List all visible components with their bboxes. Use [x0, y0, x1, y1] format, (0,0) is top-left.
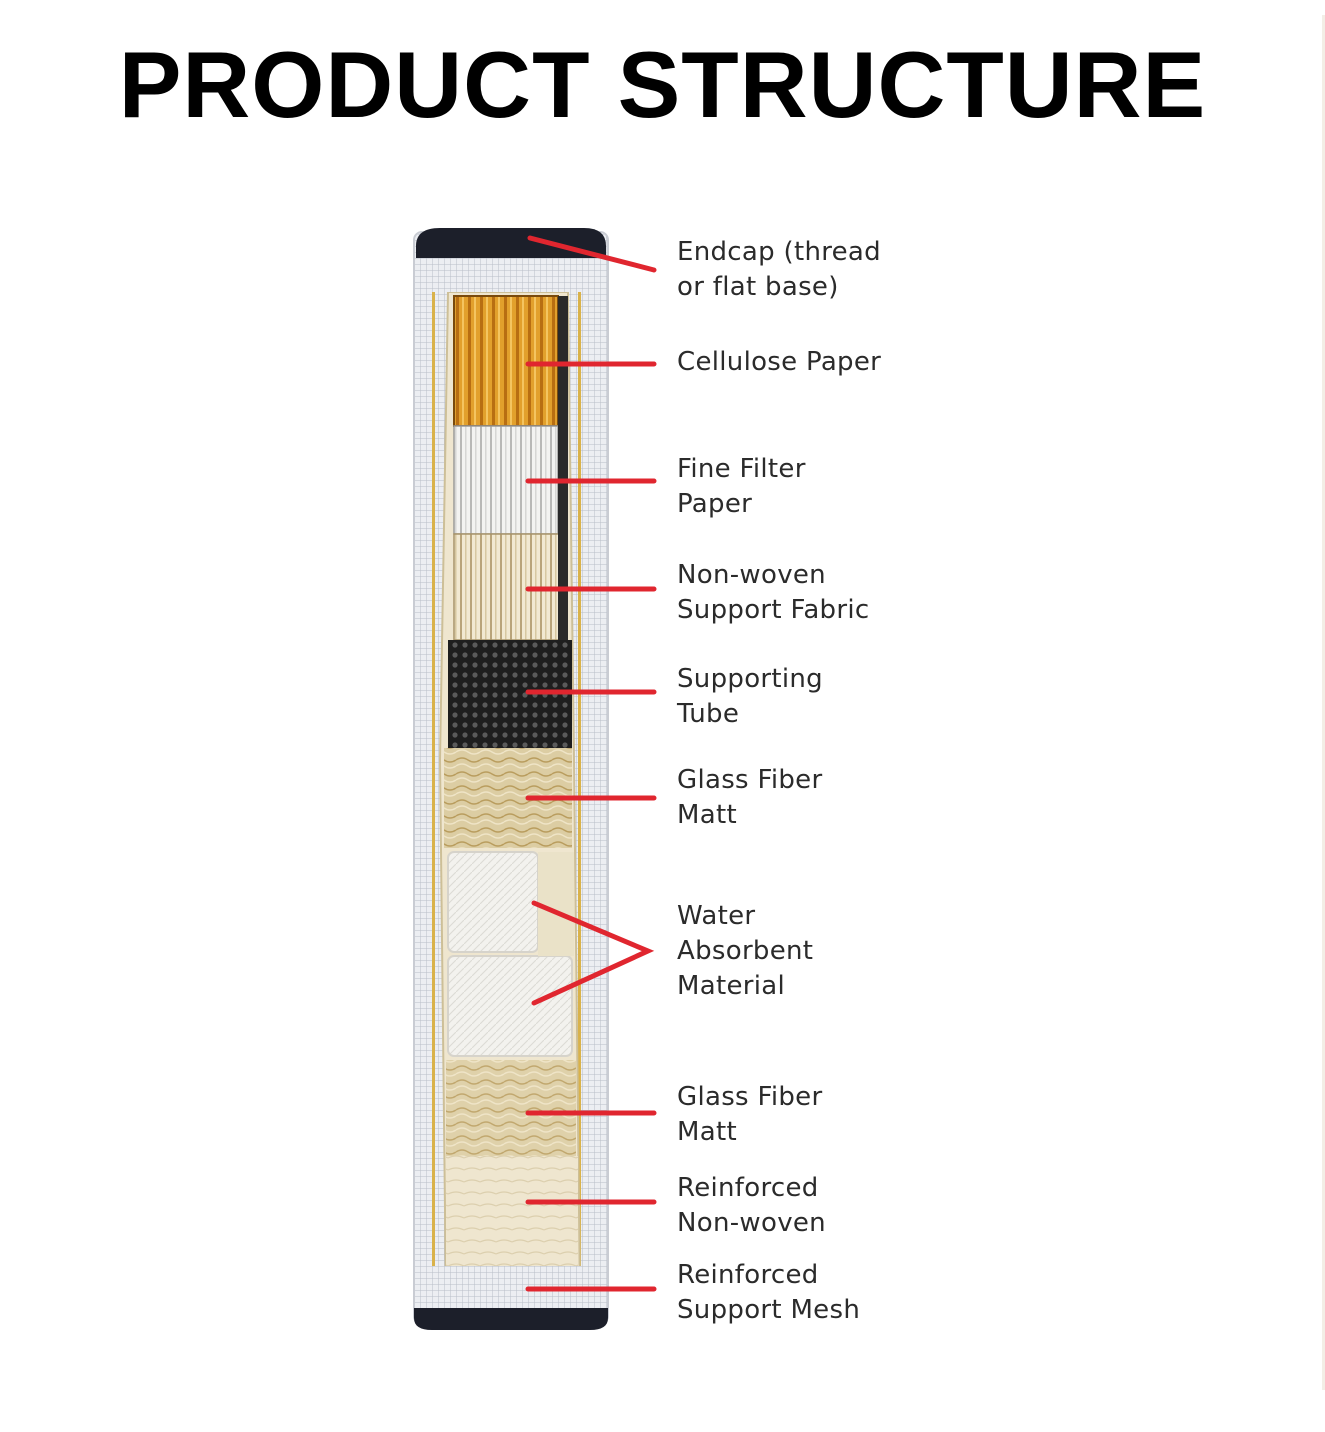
label-line: Supporting: [677, 664, 823, 694]
label-line: Support Fabric: [677, 595, 870, 625]
label-line: Tube: [677, 699, 740, 729]
glass-fiber-matt-2-layer: [446, 1060, 576, 1156]
label-line: Support Mesh: [677, 1295, 861, 1325]
label-line: Material: [677, 971, 786, 1001]
absorbent-backing: [538, 852, 574, 956]
absorbent-roll-1: [447, 851, 539, 953]
label-line: Non-woven: [677, 1208, 826, 1238]
label-endcap: Endcap (thread or flat base): [677, 235, 881, 305]
label-line: Glass Fiber: [677, 765, 823, 795]
wrap-stripe-right: [578, 250, 581, 1305]
bottom-endcap: [414, 1308, 608, 1330]
top-mesh-band: [418, 258, 604, 292]
label-fine-filter-paper: Fine Filter Paper: [677, 452, 806, 522]
wrap-stripe-left: [432, 250, 435, 1305]
leader-endcap: [527, 235, 657, 273]
label-line: Non-woven: [677, 560, 826, 590]
label-line: Reinforced: [677, 1173, 819, 1203]
label-line: Fine Filter: [677, 454, 806, 484]
top-endcap: [416, 228, 606, 258]
pleat-side-shadow: [558, 296, 568, 640]
cellulose-paper-layer: [453, 295, 559, 427]
label-line: Reinforced: [677, 1260, 819, 1290]
label-line: Matt: [677, 800, 737, 830]
label-glass-fiber-matt-1: Glass Fiber Matt: [677, 763, 822, 833]
label-line: Absorbent: [677, 936, 814, 966]
label-line: Water: [677, 901, 756, 931]
label-line: Endcap (thread: [677, 237, 881, 267]
label-line: or flat base): [677, 272, 839, 302]
label-glass-fiber-matt-2: Glass Fiber Matt: [677, 1080, 822, 1150]
label-line: Cellulose Paper: [677, 347, 882, 377]
label-reinforced-non-woven: Reinforced Non-woven: [677, 1171, 826, 1241]
absorbent-roll-2: [447, 955, 573, 1057]
right-edge-strip: [1322, 15, 1325, 1390]
label-water-absorbent-material: Water Absorbent Material: [677, 899, 813, 1004]
label-line: Matt: [677, 1117, 737, 1147]
label-line: Glass Fiber: [677, 1082, 823, 1112]
leader-water-absorbent-material: [531, 900, 655, 1006]
label-cellulose-paper: Cellulose Paper: [677, 345, 881, 380]
reinforced-non-woven-layer: [446, 1156, 578, 1266]
page-title: PRODUCT STRUCTURE: [118, 32, 1207, 137]
label-supporting-tube: Supporting Tube: [677, 662, 823, 732]
label-line: Paper: [677, 489, 753, 519]
label-reinforced-support-mesh: Reinforced Support Mesh: [677, 1258, 860, 1328]
label-non-woven-support-fabric: Non-woven Support Fabric: [677, 558, 869, 628]
